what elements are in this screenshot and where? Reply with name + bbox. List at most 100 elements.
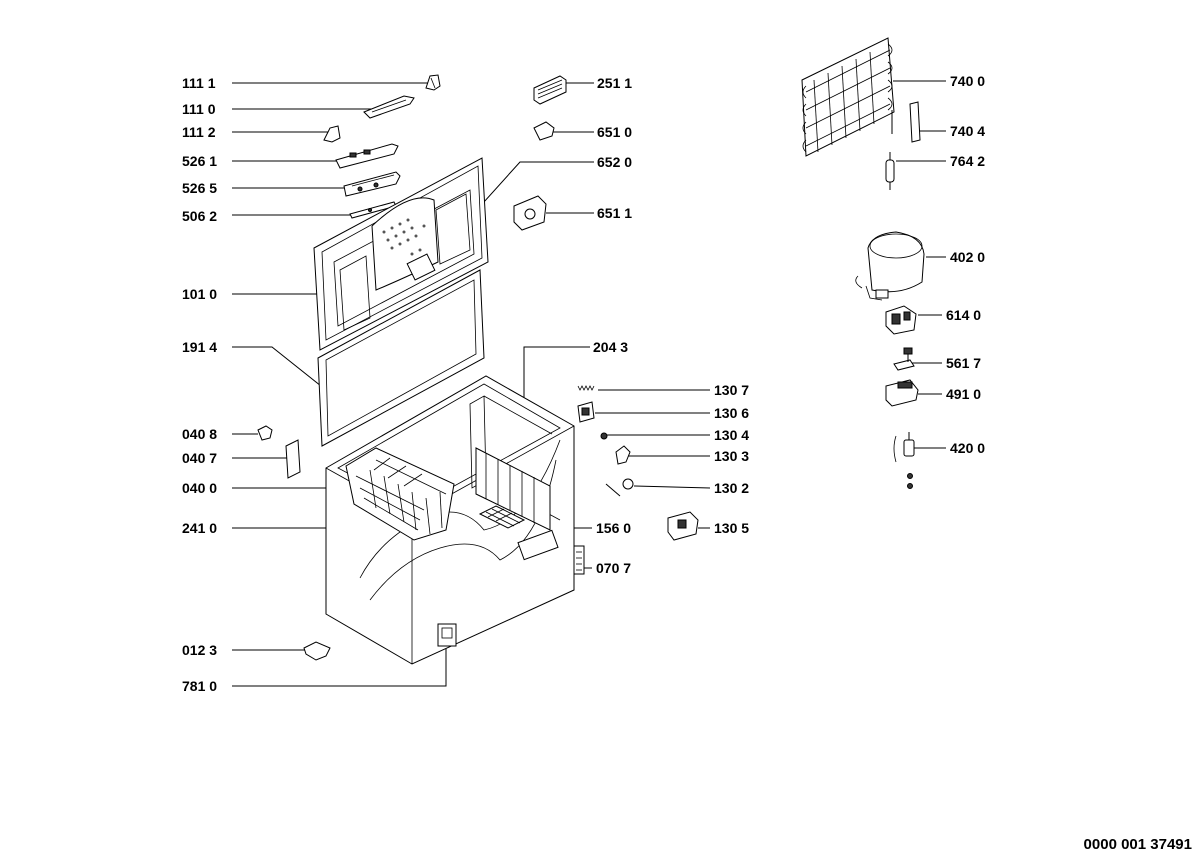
callout-130-3: 130 3 (628, 448, 749, 464)
callout-label: 491 0 (946, 386, 981, 402)
lock-cover (667, 511, 699, 541)
callout-label: 130 2 (714, 480, 749, 496)
callout-491-0: 491 0 (918, 386, 981, 402)
callout-130-7: 130 7 (598, 382, 749, 398)
callout-040-8: 040 8 (182, 426, 258, 442)
callout-label: 101 0 (182, 286, 217, 302)
leader-line (232, 346, 327, 391)
callout-label: 156 0 (596, 520, 631, 536)
callout-label: 130 3 (714, 448, 749, 464)
drain-grid (478, 505, 526, 529)
callout-740-4: 740 4 (920, 123, 985, 139)
callout-label: 130 5 (714, 520, 749, 536)
callout-561-7: 561 7 (912, 355, 981, 371)
callout-label: 111 1 (182, 75, 216, 91)
callout-label: 130 7 (714, 382, 749, 398)
callout-label: 781 0 (182, 678, 217, 694)
callout-label: 130 6 (714, 405, 749, 421)
callout-070-7: 070 7 (584, 560, 631, 576)
thermostat-housing (513, 195, 547, 231)
freezer-cabinet (325, 375, 575, 665)
hinge-bracket-small (257, 425, 273, 441)
callout-764-2: 764 2 (896, 153, 985, 169)
lid-hinge-cap-left (323, 125, 341, 143)
lid-gasket (317, 269, 485, 447)
callout-label: 740 4 (950, 123, 985, 139)
callout-label: 526 5 (182, 180, 217, 196)
lid-handle (363, 95, 415, 119)
callout-label: 740 0 (950, 73, 985, 89)
leader-line (633, 485, 711, 489)
compressor (855, 231, 925, 301)
callout-label: 651 1 (597, 205, 632, 221)
capacitor (893, 432, 915, 489)
callout-740-0: 740 0 (893, 73, 985, 89)
callout-420-0: 420 0 (912, 440, 985, 456)
wire-basket (345, 447, 455, 541)
callout-040-7: 040 7 (182, 450, 288, 466)
callout-label: 506 2 (182, 208, 217, 224)
callout-651-1: 651 1 (546, 205, 632, 221)
lock-ring (615, 445, 631, 465)
washer (600, 432, 608, 440)
side-vent-grille (573, 545, 585, 575)
callout-130-5: 130 5 (698, 520, 749, 536)
freezer-lid (313, 157, 489, 351)
callout-label: 420 0 (950, 440, 985, 456)
callout-label: 040 0 (182, 480, 217, 496)
lamp-bulb (533, 121, 555, 141)
callout-label: 241 0 (182, 520, 217, 536)
hinge-cover (285, 439, 301, 479)
relay-cover (885, 379, 919, 407)
callout-label: 191 4 (182, 339, 217, 355)
callout-label: 561 7 (946, 355, 981, 371)
callout-191-4: 191 4 (182, 339, 327, 391)
callout-040-0: 040 0 (182, 480, 326, 496)
drier-filter (885, 152, 895, 190)
lock-key (605, 478, 634, 497)
callout-label: 402 0 (950, 249, 985, 265)
lock-bracket (577, 401, 595, 423)
callout-526-1: 526 1 (182, 153, 340, 169)
callout-label: 111 2 (182, 124, 216, 140)
callout-label: 651 0 (597, 124, 632, 140)
callout-402-0: 402 0 (926, 249, 985, 265)
evaporator-plate (475, 447, 551, 531)
callout-label: 012 3 (182, 642, 217, 658)
callout-781-0: 781 0 (182, 648, 447, 694)
callout-label: 111 0 (182, 101, 216, 117)
control-panel-cover (335, 143, 399, 169)
cabinet-foot-clip (303, 641, 331, 661)
callout-251-1: 251 1 (566, 75, 632, 91)
callout-label: 040 7 (182, 450, 217, 466)
indicator-light-cover (533, 75, 567, 105)
start-relay (885, 305, 917, 335)
callout-label: 614 0 (946, 307, 981, 323)
callout-label: 070 7 (596, 560, 631, 576)
callout-111-0: 111 0 (182, 101, 372, 117)
callout-130-6: 130 6 (595, 405, 749, 421)
control-panel-board (343, 171, 401, 197)
callout-label: 204 3 (593, 339, 628, 355)
callout-101-0: 101 0 (182, 286, 318, 302)
document-number: 0000 001 37491 (1083, 836, 1192, 853)
callout-130-2: 130 2 (633, 480, 749, 496)
callout-130-4: 130 4 (606, 427, 749, 443)
callout-label: 251 1 (597, 75, 632, 91)
spring (577, 385, 595, 391)
callout-506-2: 506 2 (182, 208, 352, 224)
callout-651-0: 651 0 (552, 124, 632, 140)
relay-clip (893, 347, 915, 371)
callout-111-2: 111 2 (182, 124, 328, 140)
callout-label: 130 4 (714, 427, 749, 443)
callout-label: 526 1 (182, 153, 217, 169)
callout-526-5: 526 5 (182, 180, 345, 196)
callout-614-0: 614 0 (918, 307, 981, 323)
callout-111-1: 111 1 (182, 75, 428, 91)
condenser-bracket (909, 101, 921, 143)
leader-line (232, 648, 447, 687)
lid-hinge-cap-right (425, 74, 441, 91)
callout-label: 040 8 (182, 426, 217, 442)
